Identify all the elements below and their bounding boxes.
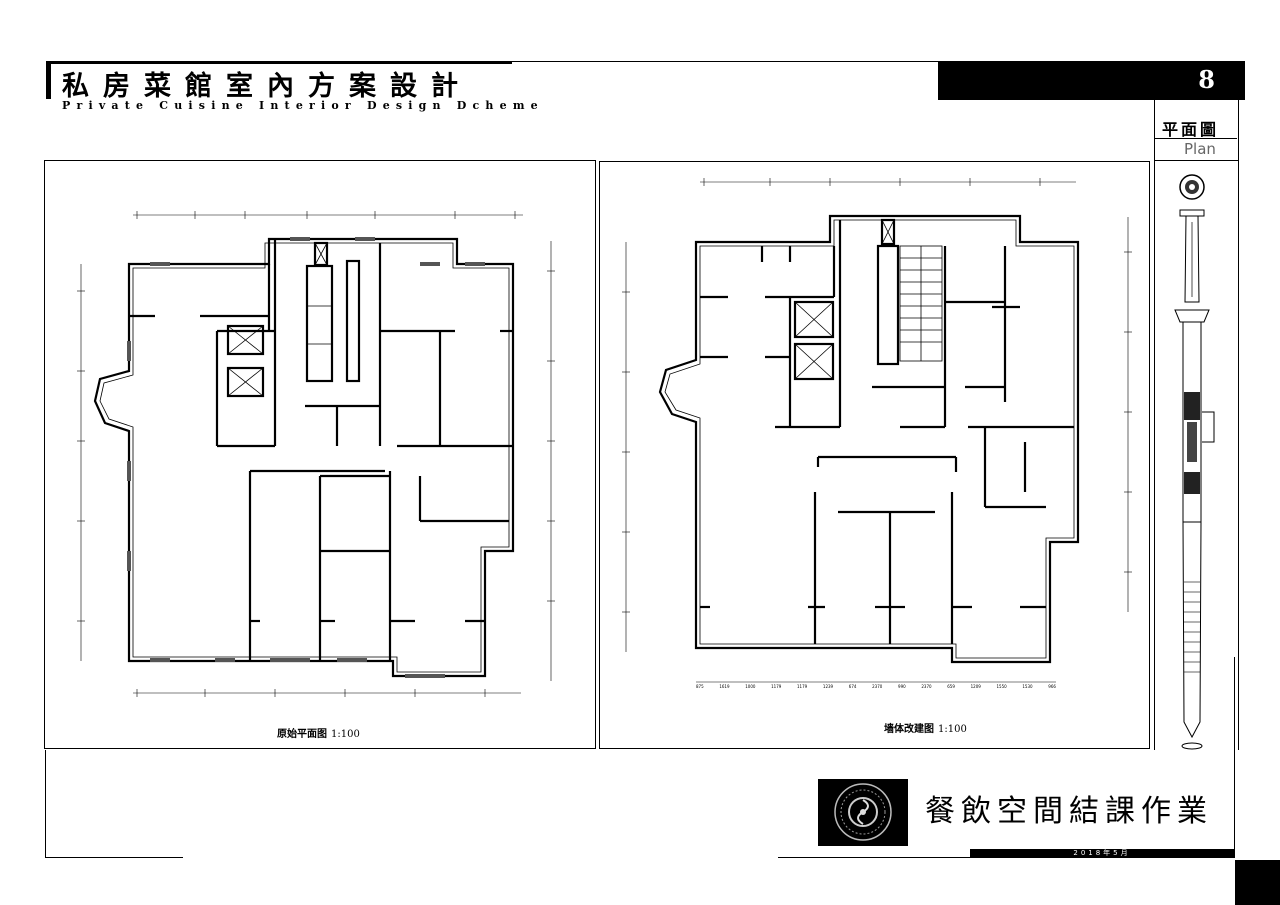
page-number-box: 8 [938, 61, 1245, 100]
title-left-bar [46, 61, 51, 99]
dim-label: 1239 [822, 684, 834, 689]
dimension-row-bottom: 875 1619 1000 1179 1179 1239 674 2370 99… [696, 684, 1056, 689]
dim-label: 1530 [1022, 684, 1033, 689]
project-title-en: Private Cuisine Interior Design Dcheme [62, 99, 544, 112]
floor-plan-renovation [622, 178, 1132, 683]
page-number: 8 [1198, 65, 1215, 94]
ornament-frame [1154, 160, 1239, 750]
floor-plan-original [77, 211, 555, 697]
dim-label: 966 [1048, 684, 1056, 689]
header-rule [512, 61, 938, 62]
section-title-cn: 平面圖 [1162, 120, 1220, 139]
plan-panel-renovation: 875 1619 1000 1179 1179 1239 674 2370 99… [599, 161, 1150, 749]
dim-label: 1179 [797, 684, 808, 689]
date-bar: 2018年5月 [970, 849, 1234, 858]
sword-ornament-icon [1174, 174, 1215, 750]
section-frame [1154, 100, 1239, 161]
dim-label: 990 [898, 684, 906, 689]
dim-label: 2370 [872, 684, 883, 689]
plan-caption-renovation: 墙体改建图 1:100 [884, 720, 967, 735]
plan-caption-original: 原始平面图 1:100 [277, 725, 360, 740]
section-title-en: Plan [1184, 140, 1216, 158]
dim-label: 1550 [996, 684, 1007, 689]
plan-caption-renovation-name: 墙体改建图 [884, 724, 934, 735]
plan-caption-renovation-scale: 1:100 [938, 724, 967, 735]
dim-label: 1619 [719, 684, 730, 689]
project-title-cn: 私房菜館室內方案設計 [62, 71, 472, 102]
dim-label: 659 [947, 684, 955, 689]
course-title: 餐飲空間結課作業 [925, 794, 1213, 829]
dim-label: 1209 [970, 684, 981, 689]
plan-caption-original-scale: 1:100 [331, 729, 360, 740]
dim-label: 1179 [771, 684, 782, 689]
frame-left-vertical [45, 750, 46, 858]
title-top-line [46, 61, 512, 64]
dim-label: 1000 [745, 684, 756, 689]
frame-bottom-left [45, 857, 183, 858]
corner-block [1235, 860, 1280, 905]
dim-label: 674 [848, 684, 857, 689]
dim-label: 875 [696, 684, 704, 689]
section-divider [1154, 138, 1237, 139]
plan-panel-original: 原始平面图 1:100 [44, 160, 596, 749]
seal-logo-icon [818, 779, 908, 846]
dim-label: 2370 [921, 684, 932, 689]
frame-right-vertical [1234, 657, 1235, 857]
plan-caption-original-name: 原始平面图 [277, 729, 327, 740]
